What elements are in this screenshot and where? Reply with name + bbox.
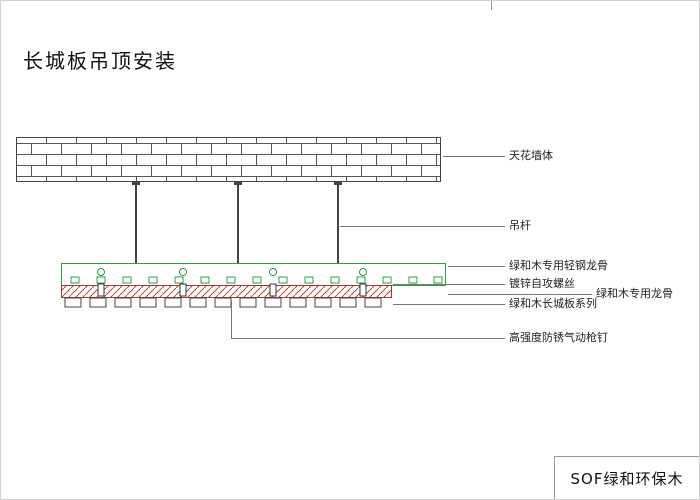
label-ceiling-wall: 天花墙体 <box>509 149 553 162</box>
title-block-frame <box>554 456 699 499</box>
rod-anchor <box>132 181 140 185</box>
hanger-rods <box>132 181 342 269</box>
leader-pneumatic-nail <box>231 301 505 339</box>
label-wall-board-series: 绿和木长城板系列 <box>509 297 597 310</box>
keel-hole <box>97 268 105 276</box>
drawing-title: 长城板吊顶安装 <box>23 49 177 73</box>
rod-anchor <box>334 181 342 185</box>
rod-anchor <box>234 181 242 185</box>
label-special-keel: 绿和木专用龙骨 <box>596 287 673 300</box>
keel-hole <box>179 268 187 276</box>
keel-clip-notches <box>70 276 443 284</box>
leader-lines <box>231 156 592 339</box>
screws <box>97 283 367 297</box>
keel-holes <box>97 268 367 276</box>
wall-board-ribs <box>64 297 382 308</box>
label-galvanized-screw: 镀锌自攻螺丝 <box>509 277 575 290</box>
keel-hole <box>359 268 367 276</box>
special-keel-profile <box>61 285 392 298</box>
title-block: SOF绿和环保木 <box>554 457 699 499</box>
label-hanger-rod: 吊杆 <box>509 219 531 232</box>
label-light-steel-keel: 绿和木专用轻钢龙骨 <box>509 259 608 272</box>
brand-text: SOF绿和环保木 <box>570 470 684 488</box>
label-pneumatic-nail: 高强度防锈气动枪钉 <box>509 331 608 344</box>
ceiling-slab <box>15 136 442 183</box>
keel-hole <box>269 268 277 276</box>
